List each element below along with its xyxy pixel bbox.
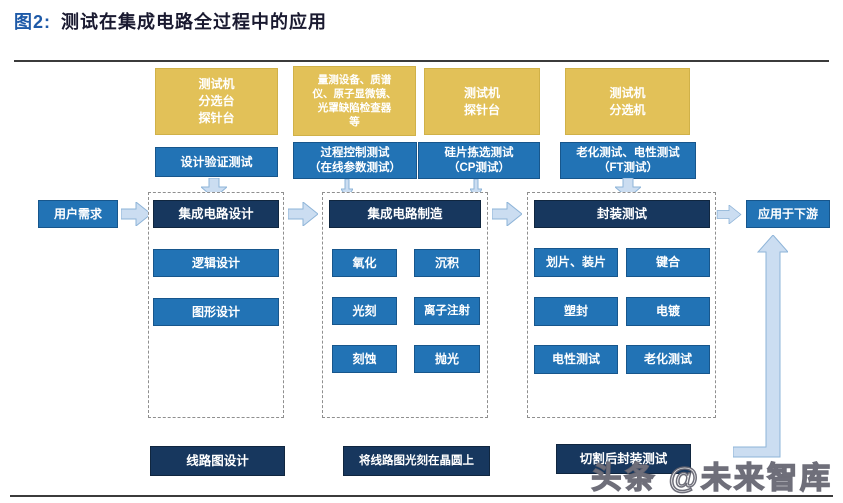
test-label-line: 老化测试、电性测试 <box>576 146 680 159</box>
process-step-box: 图形设计 <box>153 298 279 326</box>
test-label-line: 过程控制测试 <box>320 146 390 159</box>
process-step-box: 键合 <box>626 248 710 277</box>
flow-start-box: 用户需求 <box>38 200 118 228</box>
equipment-line: 测试机 <box>198 77 235 91</box>
stage-header-design: 集成电路设计 <box>153 200 279 228</box>
title-divider <box>14 60 829 62</box>
equipment-line: 测试机 <box>463 85 500 100</box>
flow-start-label: 用户需求 <box>53 206 102 221</box>
equipment-line: 探针台 <box>463 102 500 117</box>
arrow-right-icon <box>288 202 318 226</box>
equipment-line: 等 <box>349 116 360 128</box>
equipment-line: 测试机 <box>609 85 646 100</box>
equipment-line: 量测设备、质谱 <box>317 74 392 86</box>
stage-header-packaging: 封装测试 <box>534 200 710 228</box>
process-step-label: 抛光 <box>434 351 459 366</box>
equipment-box-cp: 测试机 探针台 <box>424 68 540 135</box>
process-step-label: 氧化 <box>352 255 377 270</box>
equipment-box-process: 量测设备、质谱 仪、原子显微镜、 光罩缺陷检查器 等 <box>293 66 416 136</box>
process-step-label: 电镀 <box>655 304 680 318</box>
process-step-box: 离子注射 <box>414 297 480 325</box>
process-step-box: 沉积 <box>414 249 480 277</box>
process-step-label: 键合 <box>655 255 680 269</box>
test-label-line: 硅片拣选测试 <box>444 146 514 159</box>
stage-note-manufacturing: 将线路图光刻在晶圆上 <box>343 446 490 476</box>
arrow-right-icon <box>716 205 742 224</box>
test-label-cp: 硅片拣选测试 （CP测试） <box>418 142 540 179</box>
stage-note-packaging: 切割后封装测试 <box>556 444 691 474</box>
process-step-box: 塑封 <box>534 297 618 326</box>
stage-note-label: 将线路图光刻在晶圆上 <box>359 454 474 467</box>
process-step-box: 逻辑设计 <box>153 249 279 277</box>
flow-end-box: 应用于下游 <box>746 200 830 228</box>
test-label-ft: 老化测试、电性测试 （FT测试） <box>560 142 696 179</box>
watermark: 头条 @未来智库 <box>591 461 833 496</box>
process-step-box: 老化测试 <box>626 345 710 374</box>
process-step-box: 电性测试 <box>534 345 618 374</box>
equipment-line: 分选台 <box>198 94 235 108</box>
process-step-box: 抛光 <box>414 345 480 373</box>
process-step-label: 老化测试 <box>643 352 692 366</box>
process-step-box: 电镀 <box>626 297 710 326</box>
equipment-line: 探针台 <box>198 111 235 125</box>
stage-note-label: 线路图设计 <box>186 453 249 468</box>
equipment-box-design: 测试机 分选台 探针台 <box>155 68 278 135</box>
process-step-label: 逻辑设计 <box>191 255 240 270</box>
arrow-right-icon <box>121 202 151 226</box>
stage-header-manufacturing: 集成电路制造 <box>329 200 481 228</box>
equipment-line: 分选机 <box>609 102 646 117</box>
process-step-label: 光刻 <box>352 303 377 318</box>
process-step-label: 塑封 <box>563 304 588 318</box>
test-label-process-control: 过程控制测试 （在线参数测试） <box>293 142 417 179</box>
equipment-box-ft: 测试机 分选机 <box>565 68 690 135</box>
process-step-label: 划片、装片 <box>545 255 606 269</box>
test-label-design-verify: 设计验证测试 <box>155 147 278 177</box>
equipment-line: 光罩缺陷检查器 <box>317 102 392 114</box>
test-label-line: （CP测试） <box>448 161 510 174</box>
stage-header-label: 集成电路设计 <box>178 206 254 221</box>
flow-end-label: 应用于下游 <box>757 206 818 221</box>
feedback-arrow-up-icon <box>733 235 788 458</box>
process-step-box: 光刻 <box>332 297 397 325</box>
bottom-divider <box>10 495 833 497</box>
process-step-label: 图形设计 <box>191 304 240 319</box>
arrow-right-icon <box>492 202 522 226</box>
figure-title: 图2: 测试在集成电路全过程中的应用 <box>14 8 327 34</box>
process-step-box: 划片、装片 <box>534 248 618 277</box>
process-step-label: 离子注射 <box>424 304 470 317</box>
test-label-line: （在线参数测试） <box>309 161 401 174</box>
test-label-line: 设计验证测试 <box>180 154 253 169</box>
test-label-line: （FT测试） <box>597 161 659 174</box>
process-step-box: 刻蚀 <box>332 345 397 373</box>
stage-header-label: 集成电路制造 <box>367 206 443 221</box>
process-step-box: 氧化 <box>332 249 397 277</box>
process-step-label: 沉积 <box>434 255 459 270</box>
process-step-label: 刻蚀 <box>352 351 377 366</box>
figure-number: 图2: <box>14 12 52 32</box>
process-step-label: 电性测试 <box>551 352 600 366</box>
stage-header-label: 封装测试 <box>596 206 647 221</box>
figure-title-text: 测试在集成电路全过程中的应用 <box>61 12 328 32</box>
stage-note-label: 切割后封装测试 <box>579 451 668 466</box>
equipment-line: 仪、原子显微镜、 <box>312 88 397 100</box>
stage-note-design: 线路图设计 <box>150 446 285 476</box>
